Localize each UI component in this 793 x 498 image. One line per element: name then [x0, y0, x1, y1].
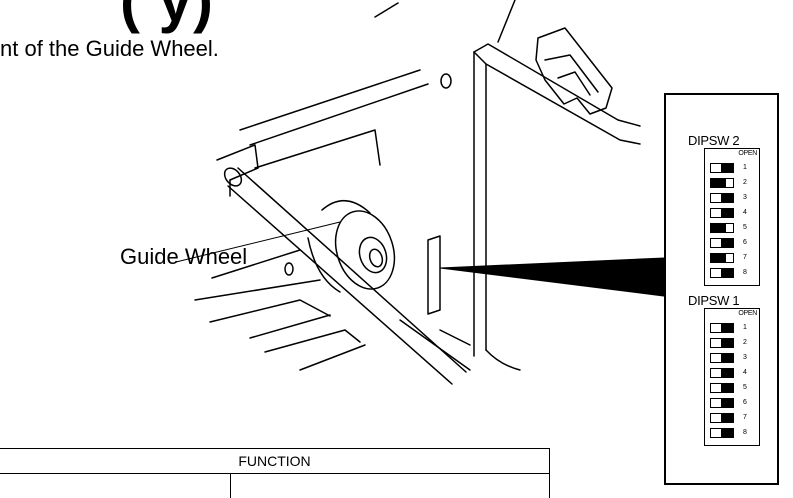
dipsw1-block: OPEN 1 2 3 4 5 6 7 8: [704, 308, 760, 446]
dip-switch-knob: [721, 399, 733, 407]
base-plate: [250, 315, 330, 338]
shaft: [238, 168, 466, 372]
dip-switch-knob: [721, 429, 733, 437]
dip-switch-toggle[interactable]: [710, 398, 734, 408]
dip-switch-knob: [721, 194, 733, 202]
base-plate: [300, 345, 365, 370]
top-plate-edge: [250, 84, 428, 145]
dip-switch-number: 7: [743, 254, 747, 261]
dip-switch-knob: [711, 254, 726, 262]
dip-switch-knob: [721, 239, 733, 247]
base-plate: [440, 330, 470, 345]
base-plate: [400, 320, 470, 370]
dipsw2-label: DIPSW 2: [688, 133, 739, 148]
dip-switch-toggle[interactable]: [710, 178, 734, 188]
base-plate: [265, 330, 360, 352]
guide-wheel-label: Guide Wheel: [120, 244, 247, 270]
guide-wheel-hub: [355, 234, 391, 276]
dip-switch-toggle[interactable]: [710, 163, 734, 173]
dip-switch-toggle[interactable]: [710, 253, 734, 263]
dip-switch-number: 4: [743, 369, 747, 376]
dip-switch-number: 3: [743, 194, 747, 201]
dip-switch-toggle[interactable]: [710, 268, 734, 278]
function-header: FUNCTION: [0, 449, 550, 474]
panel-bottom: [486, 350, 520, 370]
table-cell: [231, 474, 550, 498]
dip-switch-knob: [721, 369, 733, 377]
dip-switch-number: 6: [743, 239, 747, 246]
dip-switch-toggle[interactable]: [710, 223, 734, 233]
dip-switch-toggle[interactable]: [710, 383, 734, 393]
shaft-end: [221, 165, 245, 189]
dipsw1-label: DIPSW 1: [688, 293, 739, 308]
dip-switch-toggle[interactable]: [710, 238, 734, 248]
open-label: OPEN: [738, 310, 757, 317]
dip-switch-knob: [711, 224, 726, 232]
dip-switch-number: 5: [743, 224, 747, 231]
guide-wheel-hub: [368, 248, 385, 269]
top-edge-line: [498, 0, 515, 42]
table-cell: [0, 474, 231, 498]
top-plate-edge: [240, 70, 420, 130]
dip-switch-number: 2: [743, 339, 747, 346]
dip-switch-panel: DIPSW 2 OPEN 1 2 3 4 5 6 7 8 DIPSW 1 OPEN 1 2 3 4 5…: [664, 93, 779, 485]
side-panel: [474, 44, 640, 126]
dip-switch-knob: [721, 269, 733, 277]
dip-switch-knob: [711, 179, 726, 187]
dip-switch-number: 1: [743, 324, 747, 331]
dip-switch-toggle[interactable]: [710, 193, 734, 203]
dip-switch-knob: [721, 164, 733, 172]
dip-switch-knob: [721, 354, 733, 362]
dip-switch-number: 1: [743, 164, 747, 171]
dip-slot: [428, 236, 440, 314]
dip-switch-knob: [721, 339, 733, 347]
dip-switch-knob: [721, 384, 733, 392]
base-plate: [210, 300, 330, 322]
dip-switch-number: 3: [743, 354, 747, 361]
dip-switch-toggle[interactable]: [710, 353, 734, 363]
dip-switch-number: 7: [743, 414, 747, 421]
dip-switch-number: 8: [743, 269, 747, 276]
dip-switch-toggle[interactable]: [710, 208, 734, 218]
hinge-bracket: [536, 28, 612, 114]
dip-switch-number: 2: [743, 179, 747, 186]
dip-switch-knob: [721, 414, 733, 422]
open-label: OPEN: [738, 150, 757, 157]
dip-switch-knob: [721, 209, 733, 217]
dip-switch-number: 4: [743, 209, 747, 216]
dip-switch-toggle[interactable]: [710, 368, 734, 378]
mount-hole: [285, 263, 293, 275]
dip-switch-number: 8: [743, 429, 747, 436]
top-edge-line: [375, 3, 398, 17]
side-panel: [474, 52, 486, 64]
dip-switch-number: 6: [743, 399, 747, 406]
mount-hole: [441, 74, 451, 88]
dip-switch-toggle[interactable]: [710, 413, 734, 423]
base-plate: [195, 280, 320, 300]
dip-switch-toggle[interactable]: [710, 428, 734, 438]
roller-bracket: [217, 145, 258, 180]
dip-switch-toggle[interactable]: [710, 323, 734, 333]
dipsw2-block: OPEN 1 2 3 4 5 6 7 8: [704, 148, 760, 286]
dip-switch-knob: [721, 324, 733, 332]
dip-switch-toggle[interactable]: [710, 338, 734, 348]
function-table: FUNCTION: [0, 448, 550, 498]
roller-bracket: [255, 130, 380, 168]
dip-switch-number: 5: [743, 384, 747, 391]
